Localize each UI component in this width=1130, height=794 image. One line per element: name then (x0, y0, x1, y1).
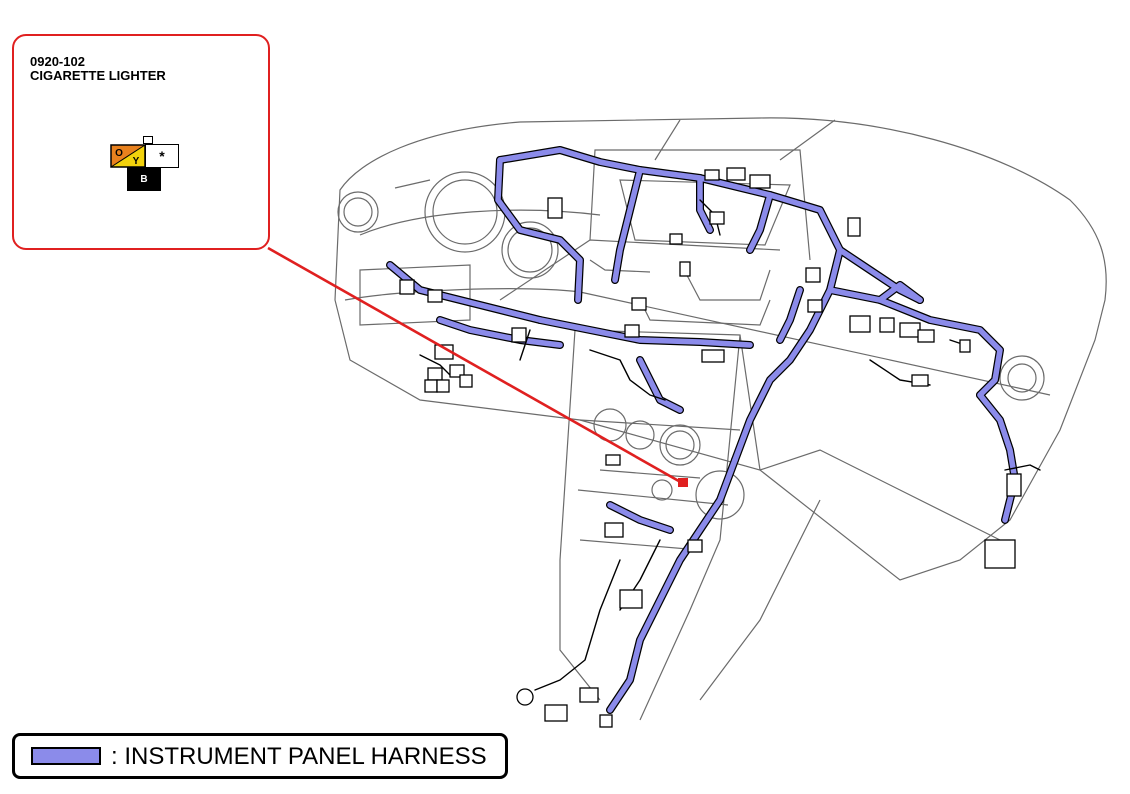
legend-label: : INSTRUMENT PANEL HARNESS (111, 743, 487, 770)
dashboard-outline (334, 117, 1107, 721)
instrument-panel-harness (386, 146, 1041, 714)
legend-swatch (31, 747, 101, 765)
harness-connectors (399, 167, 1022, 728)
connector-name: CIGARETTE LIGHTER (30, 68, 166, 83)
cigarette-lighter-connector-icon: O Y * B (110, 136, 180, 200)
pin-star: * (145, 144, 179, 168)
connector-callout: 0920-102 CIGARETTE LIGHTER O Y * B (12, 34, 270, 250)
connector-code: 0920-102 (30, 54, 85, 69)
callout-leader-line (267, 246, 685, 486)
cigarette-lighter-location-marker (678, 478, 688, 487)
harness-legend: : INSTRUMENT PANEL HARNESS (12, 733, 508, 779)
pin-o-label: O (115, 147, 123, 159)
pin-b: B (127, 167, 161, 191)
pin-y-label: Y (132, 155, 140, 167)
connector-latch (143, 136, 153, 144)
